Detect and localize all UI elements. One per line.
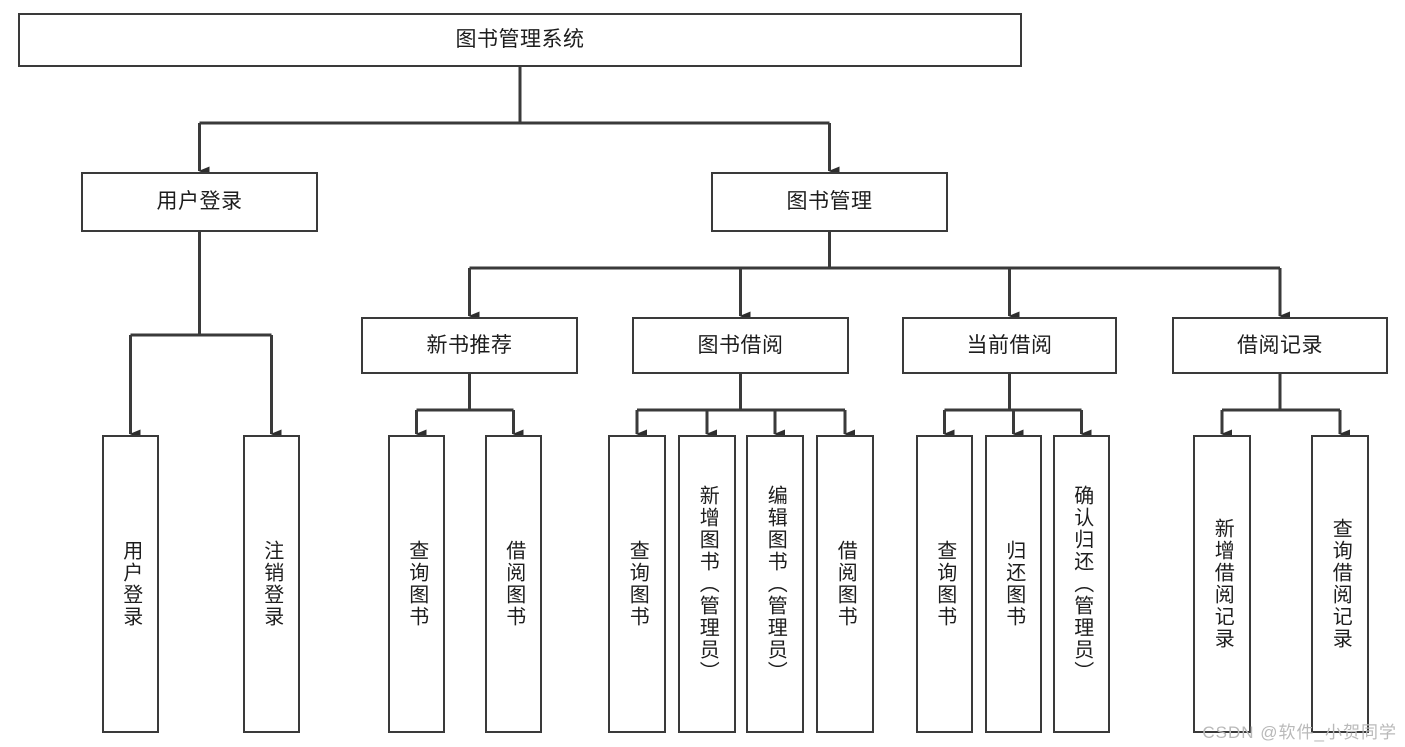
node-leaf-borrow-book-1[interactable]: 借阅图书 — [485, 435, 542, 733]
node-label: 借阅记录 — [1237, 333, 1323, 357]
node-leaf-add-borrow-record[interactable]: 新增借阅记录 — [1193, 435, 1251, 733]
node-leaf-return-book[interactable]: 归还图书 — [985, 435, 1042, 733]
node-leaf-add-book-admin[interactable]: 新增图书（管理员） — [678, 435, 736, 733]
node-leaf-query-book-3[interactable]: 查询图书 — [916, 435, 973, 733]
node-label: 查询图书 — [626, 540, 649, 628]
node-book-borrowing[interactable]: 图书借阅 — [632, 317, 849, 374]
node-label: 注销登录 — [260, 540, 283, 628]
node-label: 当前借阅 — [966, 333, 1053, 357]
node-leaf-edit-book-admin[interactable]: 编辑图书（管理员） — [746, 435, 804, 733]
node-label: 确认归还（管理员） — [1070, 485, 1093, 683]
node-label: 新增图书（管理员） — [696, 485, 719, 683]
node-book-management[interactable]: 图书管理 — [711, 172, 948, 232]
node-label: 图书借阅 — [697, 333, 784, 357]
node-label: 编辑图书（管理员） — [764, 485, 787, 683]
node-leaf-user-logout[interactable]: 注销登录 — [243, 435, 300, 733]
node-borrowing-records[interactable]: 借阅记录 — [1172, 317, 1388, 374]
node-label: 归还图书 — [1002, 540, 1025, 628]
node-label: 新书推荐 — [426, 333, 513, 357]
node-label: 查询图书 — [405, 540, 428, 628]
node-leaf-confirm-return-admin[interactable]: 确认归还（管理员） — [1053, 435, 1110, 733]
node-label: 用户登录 — [156, 190, 243, 214]
csdn-watermark: CSDN @软件_小贺同学 — [1202, 723, 1397, 742]
node-label: 新增借阅记录 — [1211, 518, 1234, 650]
node-root-book-management-system[interactable]: 图书管理系统 — [18, 13, 1022, 67]
node-label: 查询借阅记录 — [1329, 518, 1352, 650]
node-label: 查询图书 — [933, 540, 956, 628]
node-current-borrowing[interactable]: 当前借阅 — [902, 317, 1117, 374]
node-new-book-recommendation[interactable]: 新书推荐 — [361, 317, 578, 374]
node-leaf-user-login[interactable]: 用户登录 — [102, 435, 159, 733]
node-label: 用户登录 — [119, 540, 142, 628]
node-leaf-query-borrow-record[interactable]: 查询借阅记录 — [1311, 435, 1369, 733]
node-label: 借阅图书 — [502, 540, 525, 628]
node-label: 图书管理 — [786, 190, 873, 214]
node-label: 借阅图书 — [834, 540, 857, 628]
node-label: 图书管理系统 — [455, 28, 585, 52]
node-leaf-borrow-book-2[interactable]: 借阅图书 — [816, 435, 874, 733]
node-user-login[interactable]: 用户登录 — [81, 172, 318, 232]
node-leaf-query-book-1[interactable]: 查询图书 — [388, 435, 445, 733]
node-leaf-query-book-2[interactable]: 查询图书 — [608, 435, 666, 733]
